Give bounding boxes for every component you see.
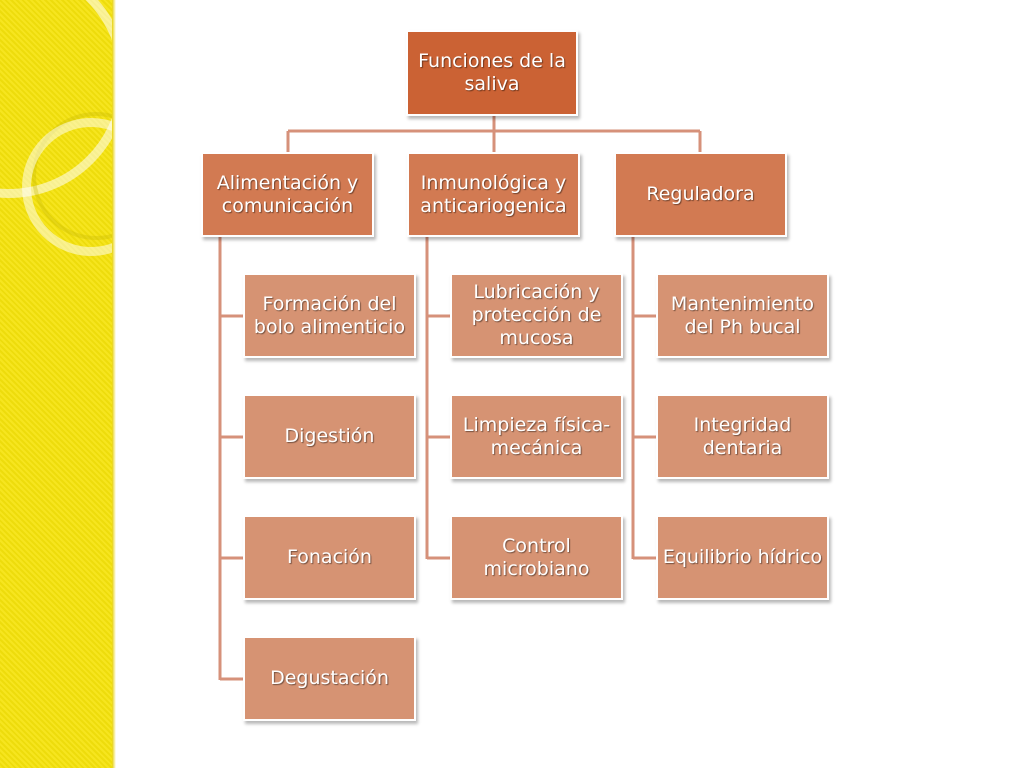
leaf-node-label: Equilibrio hídrico — [662, 546, 823, 569]
leaf-node: Control microbiano — [450, 515, 623, 600]
decorative-side-strip — [0, 0, 112, 768]
leaf-node-label: Mantenimiento del Ph bucal — [670, 292, 815, 338]
root-node: Funciones de la saliva — [406, 30, 578, 116]
leaf-node-label: Digestión — [284, 425, 375, 448]
branch-node-reguladora: Reguladora — [614, 152, 787, 237]
branch-node-inmunologica: Inmunológica y anticariogenica — [407, 152, 580, 237]
leaf-node-label: Limpieza física-mecánica — [462, 413, 611, 459]
leaf-node: Lubricación y protección de mucosa — [450, 273, 623, 358]
leaf-node: Limpieza física-mecánica — [450, 394, 623, 479]
strip-edge — [112, 0, 116, 768]
leaf-node-label: Degustación — [270, 667, 389, 690]
leaf-node-label: Formación del bolo alimenticio — [253, 292, 406, 338]
leaf-node-label: Lubricación y protección de mucosa — [471, 281, 602, 349]
decorative-ring-middle — [22, 118, 112, 256]
leaf-node: Integridad dentaria — [656, 394, 829, 479]
branch-node-label: Alimentación y comunicación — [216, 171, 359, 217]
leaf-node-label: Control microbiano — [483, 534, 590, 580]
leaf-node: Mantenimiento del Ph bucal — [656, 273, 829, 358]
root-node-label: Funciones de la saliva — [418, 50, 566, 95]
branch-node-label: Inmunológica y anticariogenica — [420, 171, 567, 217]
leaf-node: Formación del bolo alimenticio — [243, 273, 416, 358]
leaf-node-label: Fonación — [287, 546, 372, 569]
leaf-node: Equilibrio hídrico — [656, 515, 829, 600]
branch-node-label: Reguladora — [646, 183, 755, 206]
leaf-node-label: Integridad dentaria — [693, 413, 792, 459]
leaf-node: Degustación — [243, 636, 416, 721]
branch-node-alimentacion: Alimentación y comunicación — [201, 152, 374, 237]
leaf-node: Digestión — [243, 394, 416, 479]
leaf-node: Fonación — [243, 515, 416, 600]
